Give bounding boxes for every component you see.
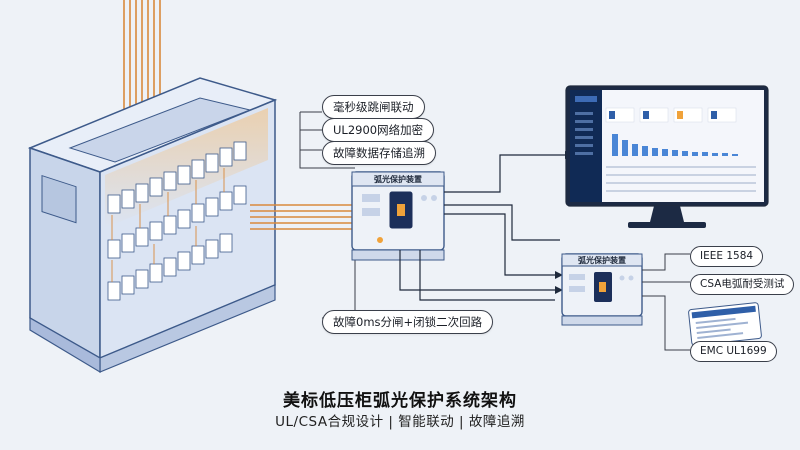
standard-tag-csa-arc-test: CSA电弧耐受测试 — [690, 274, 795, 295]
secondary-device-label: 弧光保护装置 — [578, 255, 626, 265]
monitor-bar-chart — [612, 134, 738, 156]
breaker-rows — [107, 141, 247, 301]
certificate-card — [688, 302, 762, 346]
standard-tag-ieee1584: IEEE 1584 — [690, 246, 764, 267]
primary-arc-device: 弧光保护装置 — [351, 171, 445, 261]
standards-leaders — [642, 253, 690, 351]
feature-pill-zero-ms-trip: 故障0ms分闸+闭锁二次回路 — [322, 310, 494, 334]
feature-pill-network-encryption: UL2900网络加密 — [322, 118, 435, 142]
feature-pill-fault-storage: 故障数据存储追溯 — [322, 141, 436, 165]
secondary-arc-device: 弧光保护装置 — [561, 253, 643, 326]
primary-device-label: 弧光保护装置 — [374, 174, 422, 184]
diagram-title: 美标低压柜弧光保护系统架构 — [283, 391, 517, 411]
feature-pill-trip-linkage: 毫秒级跳闸联动 — [322, 95, 425, 119]
monitoring-monitor — [565, 85, 769, 228]
incoming-cables — [123, 0, 161, 120]
switchgear-cabinet — [27, 77, 278, 374]
standard-tag-emc-ul1699: EMC UL1699 — [690, 341, 777, 362]
diagram-subtitle: UL/CSA合规设计 | 智能联动 | 故障追溯 — [275, 414, 525, 430]
cabinet-to-device-cables — [250, 204, 352, 230]
